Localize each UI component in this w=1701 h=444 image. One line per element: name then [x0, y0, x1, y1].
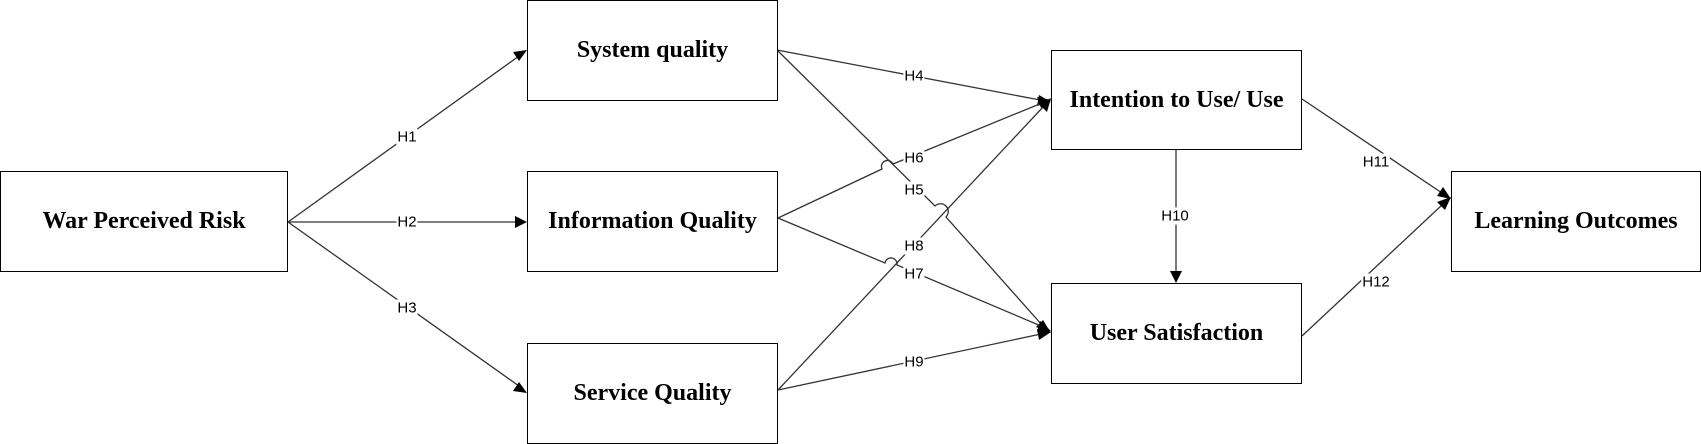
label-h12: H12	[1361, 273, 1391, 291]
arrowhead-h7	[1037, 321, 1051, 332]
node-war-perceived-risk: War Perceived Risk	[0, 171, 288, 272]
arrowhead-h12	[1437, 197, 1451, 210]
label-h8: H8	[903, 237, 925, 255]
arrowhead-h2	[515, 216, 527, 228]
arrow-h12	[1301, 204, 1443, 337]
label-h7: H7	[903, 265, 925, 283]
arrowhead-h11	[1437, 187, 1451, 199]
node-user-satisfaction: User Satisfaction	[1051, 283, 1302, 384]
arrowhead-h8	[1039, 98, 1051, 112]
label-h5: H5	[903, 181, 925, 199]
arrowhead-h10	[1170, 271, 1182, 283]
arrow-h6	[777, 102, 1043, 219]
label-h11: H11	[1361, 153, 1391, 171]
node-system-quality: System quality	[527, 0, 778, 101]
label-h2: H2	[396, 213, 418, 231]
label-h4: H4	[903, 67, 925, 85]
arrow-h5	[776, 49, 1043, 326]
node-learning-outcomes: Learning Outcomes	[1451, 171, 1701, 272]
arrow-h7	[777, 217, 1042, 327]
node-information-quality: Information Quality	[527, 171, 778, 272]
node-intention-to-use: Intention to Use/ Use	[1051, 50, 1302, 150]
label-h3: H3	[396, 299, 418, 317]
label-h6: H6	[903, 149, 925, 167]
label-h1: H1	[396, 128, 418, 146]
arrowhead-h1	[513, 50, 527, 61]
label-h10: H10	[1160, 207, 1190, 225]
arrow-h11	[1301, 98, 1443, 194]
arrowhead-h3	[513, 382, 527, 393]
arrowhead-h9	[1037, 329, 1051, 340]
label-h9: H9	[903, 353, 925, 371]
node-service-quality: Service Quality	[527, 343, 778, 444]
